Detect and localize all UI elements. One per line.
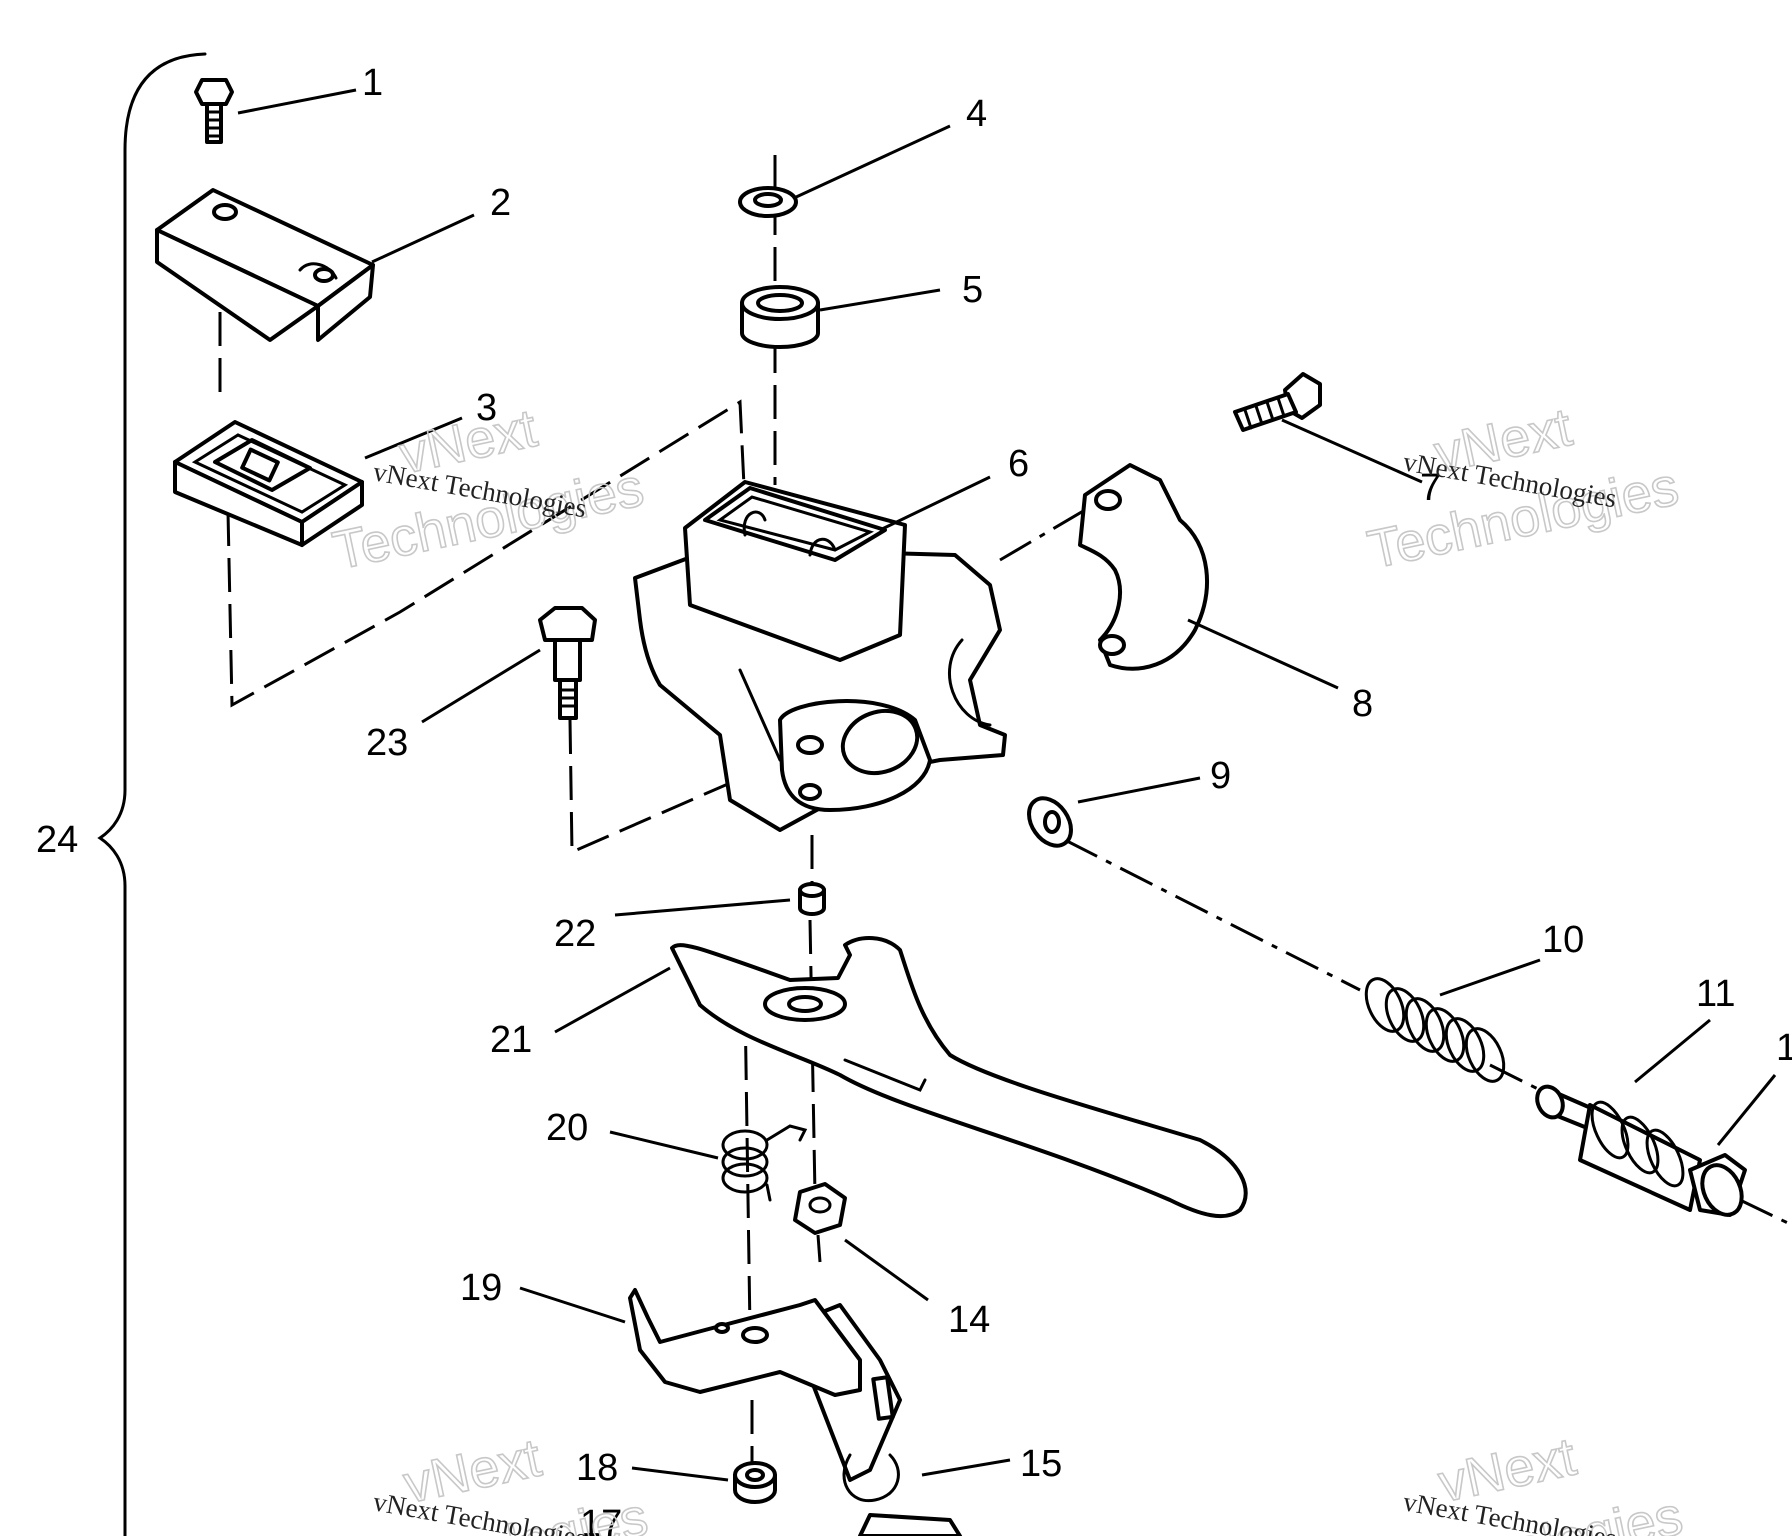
callout-21: 21 <box>490 1019 532 1061</box>
callout-11: 11 <box>1696 973 1735 1015</box>
callout-20: 20 <box>546 1107 588 1149</box>
part-2-cover <box>155 188 375 342</box>
part-4-washer <box>738 186 798 218</box>
part-3-diaphragm <box>173 420 364 547</box>
part-11-piston <box>1535 1084 1747 1217</box>
callout-22: 22 <box>554 913 596 955</box>
callout-15: 15 <box>1020 1443 1062 1485</box>
callout-6: 6 <box>1008 443 1029 485</box>
callout-3: 3 <box>476 387 497 429</box>
callout-14: 14 <box>948 1299 990 1341</box>
callout-12: 1 <box>1776 1027 1792 1069</box>
part-7-bolt <box>1233 372 1322 432</box>
callout-4: 4 <box>966 93 987 135</box>
callout-18: 18 <box>576 1447 618 1489</box>
callout-9: 9 <box>1210 755 1231 797</box>
callout-19: 19 <box>460 1267 502 1309</box>
alignment-lines <box>218 155 1792 1475</box>
part-1-screw <box>194 78 234 144</box>
callout-1: 1 <box>362 62 383 104</box>
callout-24: 24 <box>36 819 78 861</box>
callout-23: 23 <box>366 722 408 764</box>
callout-8: 8 <box>1352 683 1373 725</box>
part-10-spring <box>1364 977 1506 1083</box>
callout-7: 7 <box>1420 467 1441 509</box>
part-22-pin <box>798 882 826 916</box>
part-18-nut <box>733 1461 777 1504</box>
part-6-master-cylinder <box>633 480 1007 832</box>
part-20-spring <box>721 1124 808 1202</box>
part-9-washer <box>1027 796 1073 848</box>
assembly-brace <box>97 52 207 1536</box>
callout-5: 5 <box>962 269 983 311</box>
callout-2: 2 <box>490 182 511 224</box>
leader-lines <box>237 88 1777 1482</box>
callout-17: 17 <box>580 1503 622 1536</box>
part-8-clamp <box>1078 463 1209 671</box>
part-23-bolt <box>538 606 597 720</box>
callout-labels: 1 2 3 4 5 6 7 8 9 10 11 1 14 15 17 18 19… <box>36 62 1792 1536</box>
part-14-nut <box>793 1182 847 1235</box>
part-21-lever <box>670 936 1248 1219</box>
part-5-bushing <box>740 285 820 349</box>
part-19-bracket <box>628 1288 862 1397</box>
callout-10: 10 <box>1542 919 1584 961</box>
